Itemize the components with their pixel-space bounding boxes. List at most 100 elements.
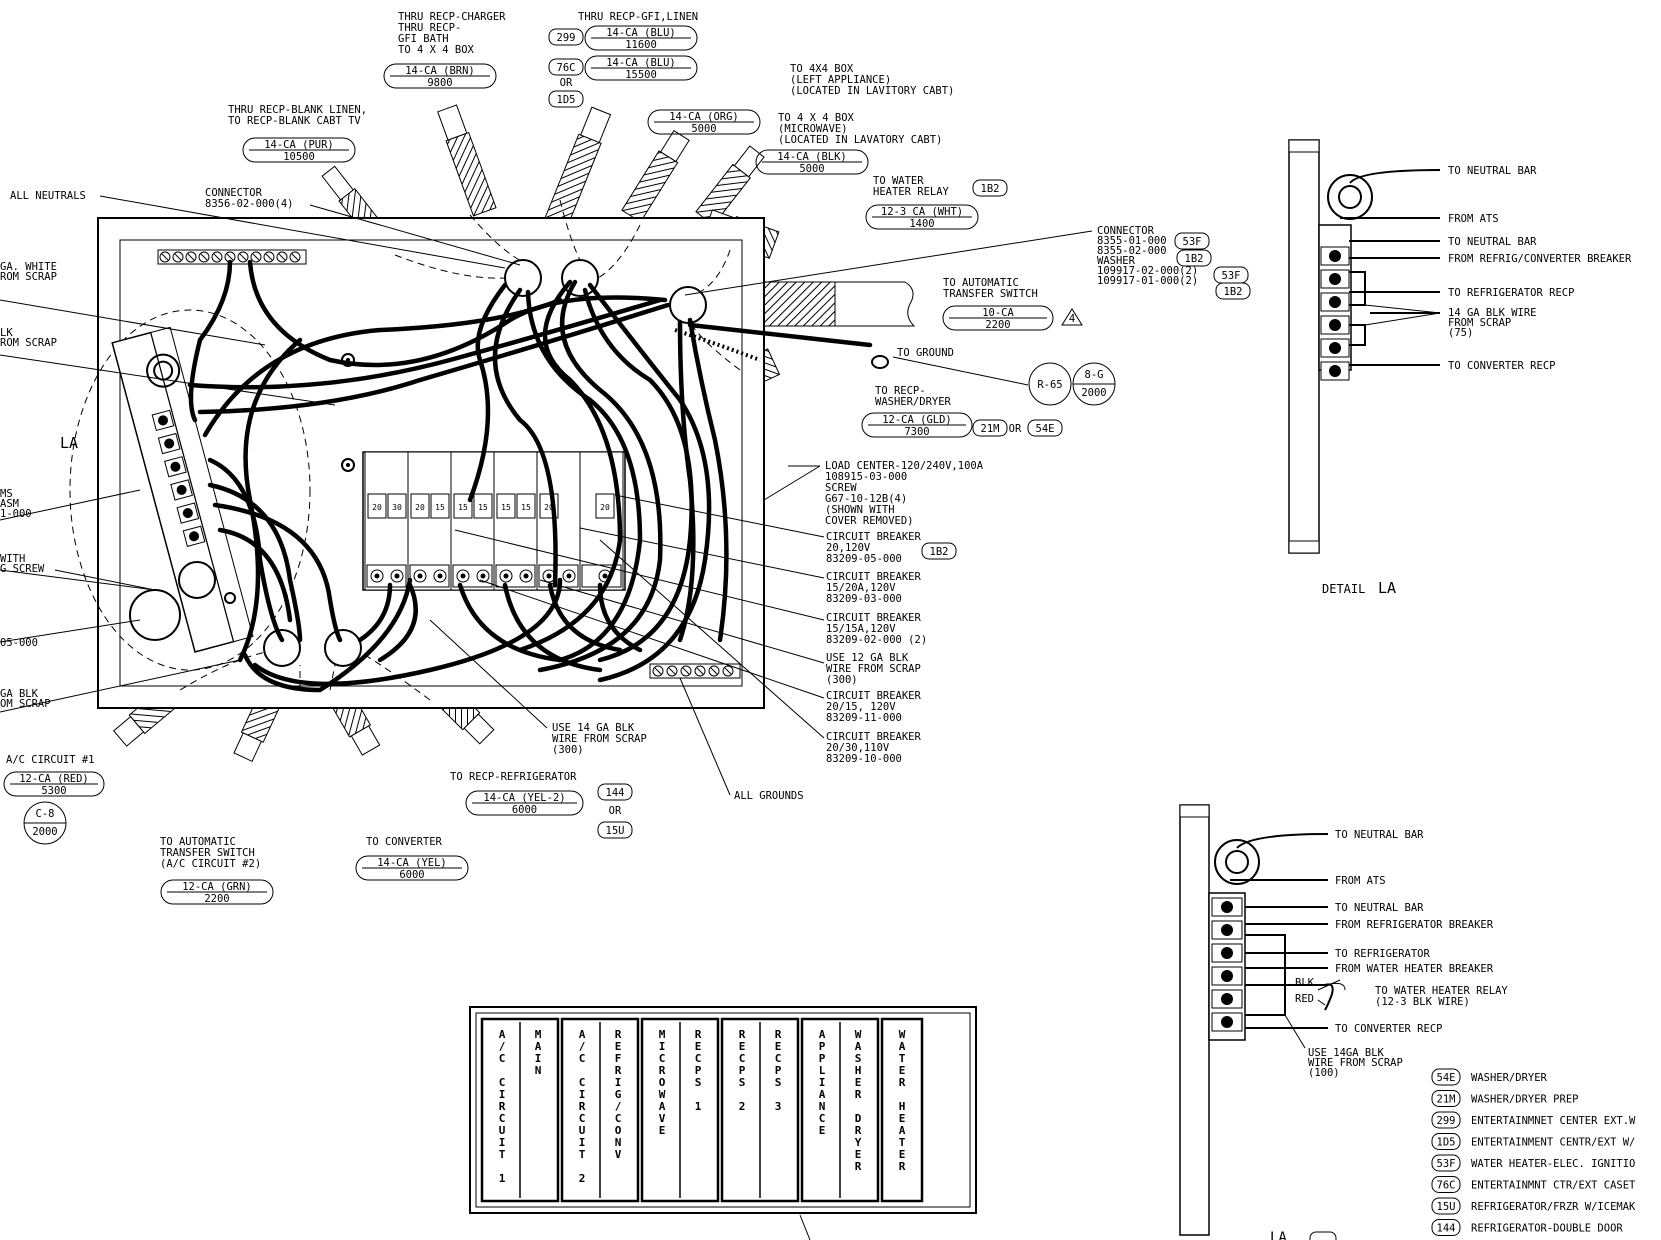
detail-screw xyxy=(1221,1016,1233,1028)
cable-length: 9800 xyxy=(427,77,452,89)
cable-label: THRU RECP-GFI,LINEN 14-CA (BLU)11600 299 xyxy=(548,11,698,51)
ground-bar-screw xyxy=(694,665,706,677)
legend-code: 54E xyxy=(1437,1072,1456,1084)
cable-description: TO RECP-BLANK CABT TV xyxy=(228,115,361,127)
connector-right-label: 109917-02-000(2) xyxy=(1097,265,1198,277)
circuit-breaker-label: 83209-05-000 xyxy=(826,553,902,565)
load-center-label: 108915-03-000 xyxy=(825,471,907,483)
ground-ref-left: R-65 xyxy=(1037,379,1062,391)
detail-title-ref: LA xyxy=(1378,579,1396,597)
reference-tag: 53F xyxy=(1222,270,1241,282)
detail-screw xyxy=(1329,319,1341,331)
circuit-breaker-label: 20/15, 120V xyxy=(826,701,896,713)
cable-length: 15500 xyxy=(625,69,657,81)
all-neutrals-label: ALL NEUTRALS xyxy=(10,190,86,202)
cable-description: TO WATER xyxy=(873,175,924,187)
detail-bottom-label: TO CONVERTER RECP xyxy=(1335,1023,1442,1035)
legend-code: 76C xyxy=(1437,1180,1456,1192)
cable-length: 11600 xyxy=(625,39,657,51)
legend-text: REFRIGERATOR-DOUBLE DOOR xyxy=(1471,1223,1623,1235)
breaker-terminal xyxy=(433,569,447,583)
detail-bottom-label: (100) xyxy=(1308,1067,1340,1079)
cable-description: HEATER RELAY xyxy=(873,186,950,198)
cable-tag: 14-CA (BLU) xyxy=(606,27,676,39)
reference-tag: 1B2 xyxy=(981,183,1000,195)
circuit-breaker-label: 15/15A,120V xyxy=(826,623,896,635)
side-bar-screw xyxy=(189,531,200,542)
reference-tag: 299 xyxy=(557,32,576,44)
connector-right-label: CONNECTOR xyxy=(1097,225,1155,237)
cable-length: 10500 xyxy=(283,151,315,163)
ground-lug xyxy=(871,355,889,369)
detail-top-label: TO NEUTRAL BAR xyxy=(1448,236,1537,248)
directory-entry: WATER HEATER xyxy=(896,1028,909,1172)
reference-tag-outline xyxy=(597,783,633,801)
breaker-terminal xyxy=(390,569,404,583)
all-grounds-label: ALL GROUNDS xyxy=(734,790,804,802)
to-ground-label: TO GROUND xyxy=(897,347,954,359)
reference-tag: 1B2 xyxy=(930,546,949,558)
directory-entry: MAIN xyxy=(532,1028,545,1076)
cable-description: (MICROWAVE) xyxy=(778,123,848,135)
c8-reference: C-8 2000 xyxy=(23,801,67,845)
cable-description: TO AUTOMATIC xyxy=(160,836,236,848)
neutral-bar-screw xyxy=(172,251,184,263)
side-bar-screw xyxy=(164,438,175,449)
cable-label: A/C CIRCUIT #112-CA (RED)5300 xyxy=(3,754,105,797)
truncated-left-label: ASM xyxy=(0,498,19,510)
reference-tag: 1B2 xyxy=(1185,253,1204,265)
detail-bottom-label: WIRE FROM SCRAP xyxy=(1308,1057,1403,1069)
breaker-terminal xyxy=(370,569,384,583)
ground-reference: R-65 8-G 2000 xyxy=(1028,362,1116,406)
neutral-bar-screw xyxy=(250,251,262,263)
cable-description: TO RECP-REFRIGERATOR xyxy=(450,771,577,783)
detail-screw xyxy=(1221,970,1233,982)
ats-cable xyxy=(759,281,916,327)
directory-entry: REFRIG/CONV xyxy=(612,1028,625,1160)
truncated-left-label: ROM SCRAP xyxy=(0,337,57,349)
reference-tag: 15U xyxy=(606,825,625,837)
detail-bottom-label: TO NEUTRAL BAR xyxy=(1335,829,1424,841)
breaker-rating: 15 xyxy=(501,503,511,512)
detail-bottom-label: FROM WATER HEATER BREAKER xyxy=(1335,963,1494,975)
legend-text: ENTERTAINMNT CTR/EXT CASET xyxy=(1471,1180,1636,1192)
ground-bar-screw xyxy=(708,665,720,677)
cable-stub xyxy=(544,106,612,228)
truncated-left-label: WITH xyxy=(0,553,25,565)
detail-bottom-label: BLK xyxy=(1295,977,1315,989)
detail-screw xyxy=(1329,296,1341,308)
cable-label: THRU RECP-BLANK LINEN,TO RECP-BLANK CABT… xyxy=(228,104,367,163)
wire-note-label: USE 14 GA BLK xyxy=(552,722,635,734)
ground-ref-top: 8-G xyxy=(1085,369,1104,381)
breaker-terminal xyxy=(519,569,533,583)
cable-length: 6000 xyxy=(399,869,424,881)
cable-description: (LEFT APPLIANCE) xyxy=(790,74,891,86)
reference-tag-outline xyxy=(1027,419,1063,437)
reference-tag: 1B2 xyxy=(1224,286,1243,298)
cable-description: THRU RECP-GFI,LINEN xyxy=(578,11,698,23)
cable-description: TO 4X4 BOX xyxy=(790,63,854,75)
cable-description: TRANSFER SWITCH xyxy=(160,847,255,859)
reference-tag: 1D5 xyxy=(557,94,576,106)
reference-tag-outline xyxy=(921,542,957,560)
circuit-breaker-label: 83209-03-000 xyxy=(826,593,902,605)
cable-description: TO 4 X 4 BOX xyxy=(778,112,855,124)
neutral-bar-screw xyxy=(263,251,275,263)
cable-length: 2200 xyxy=(985,319,1010,331)
circuit-breaker-label: CIRCUIT BREAKER xyxy=(826,690,922,702)
detail-top-label: TO REFRIGERATOR RECP xyxy=(1448,287,1574,299)
connector-left-label: 8356-02-000(4) xyxy=(205,198,294,210)
neutral-bar-screw xyxy=(159,251,171,263)
detail-screw xyxy=(1221,901,1233,913)
reference-tag: 144 xyxy=(606,787,625,799)
directory-entry: WASHER DRYER xyxy=(852,1028,865,1172)
detail-bottom-label: TO REFRIGERATOR xyxy=(1335,948,1431,960)
directory-entry: MICROWAVE xyxy=(656,1028,669,1136)
breaker-rating: 30 xyxy=(392,503,402,512)
